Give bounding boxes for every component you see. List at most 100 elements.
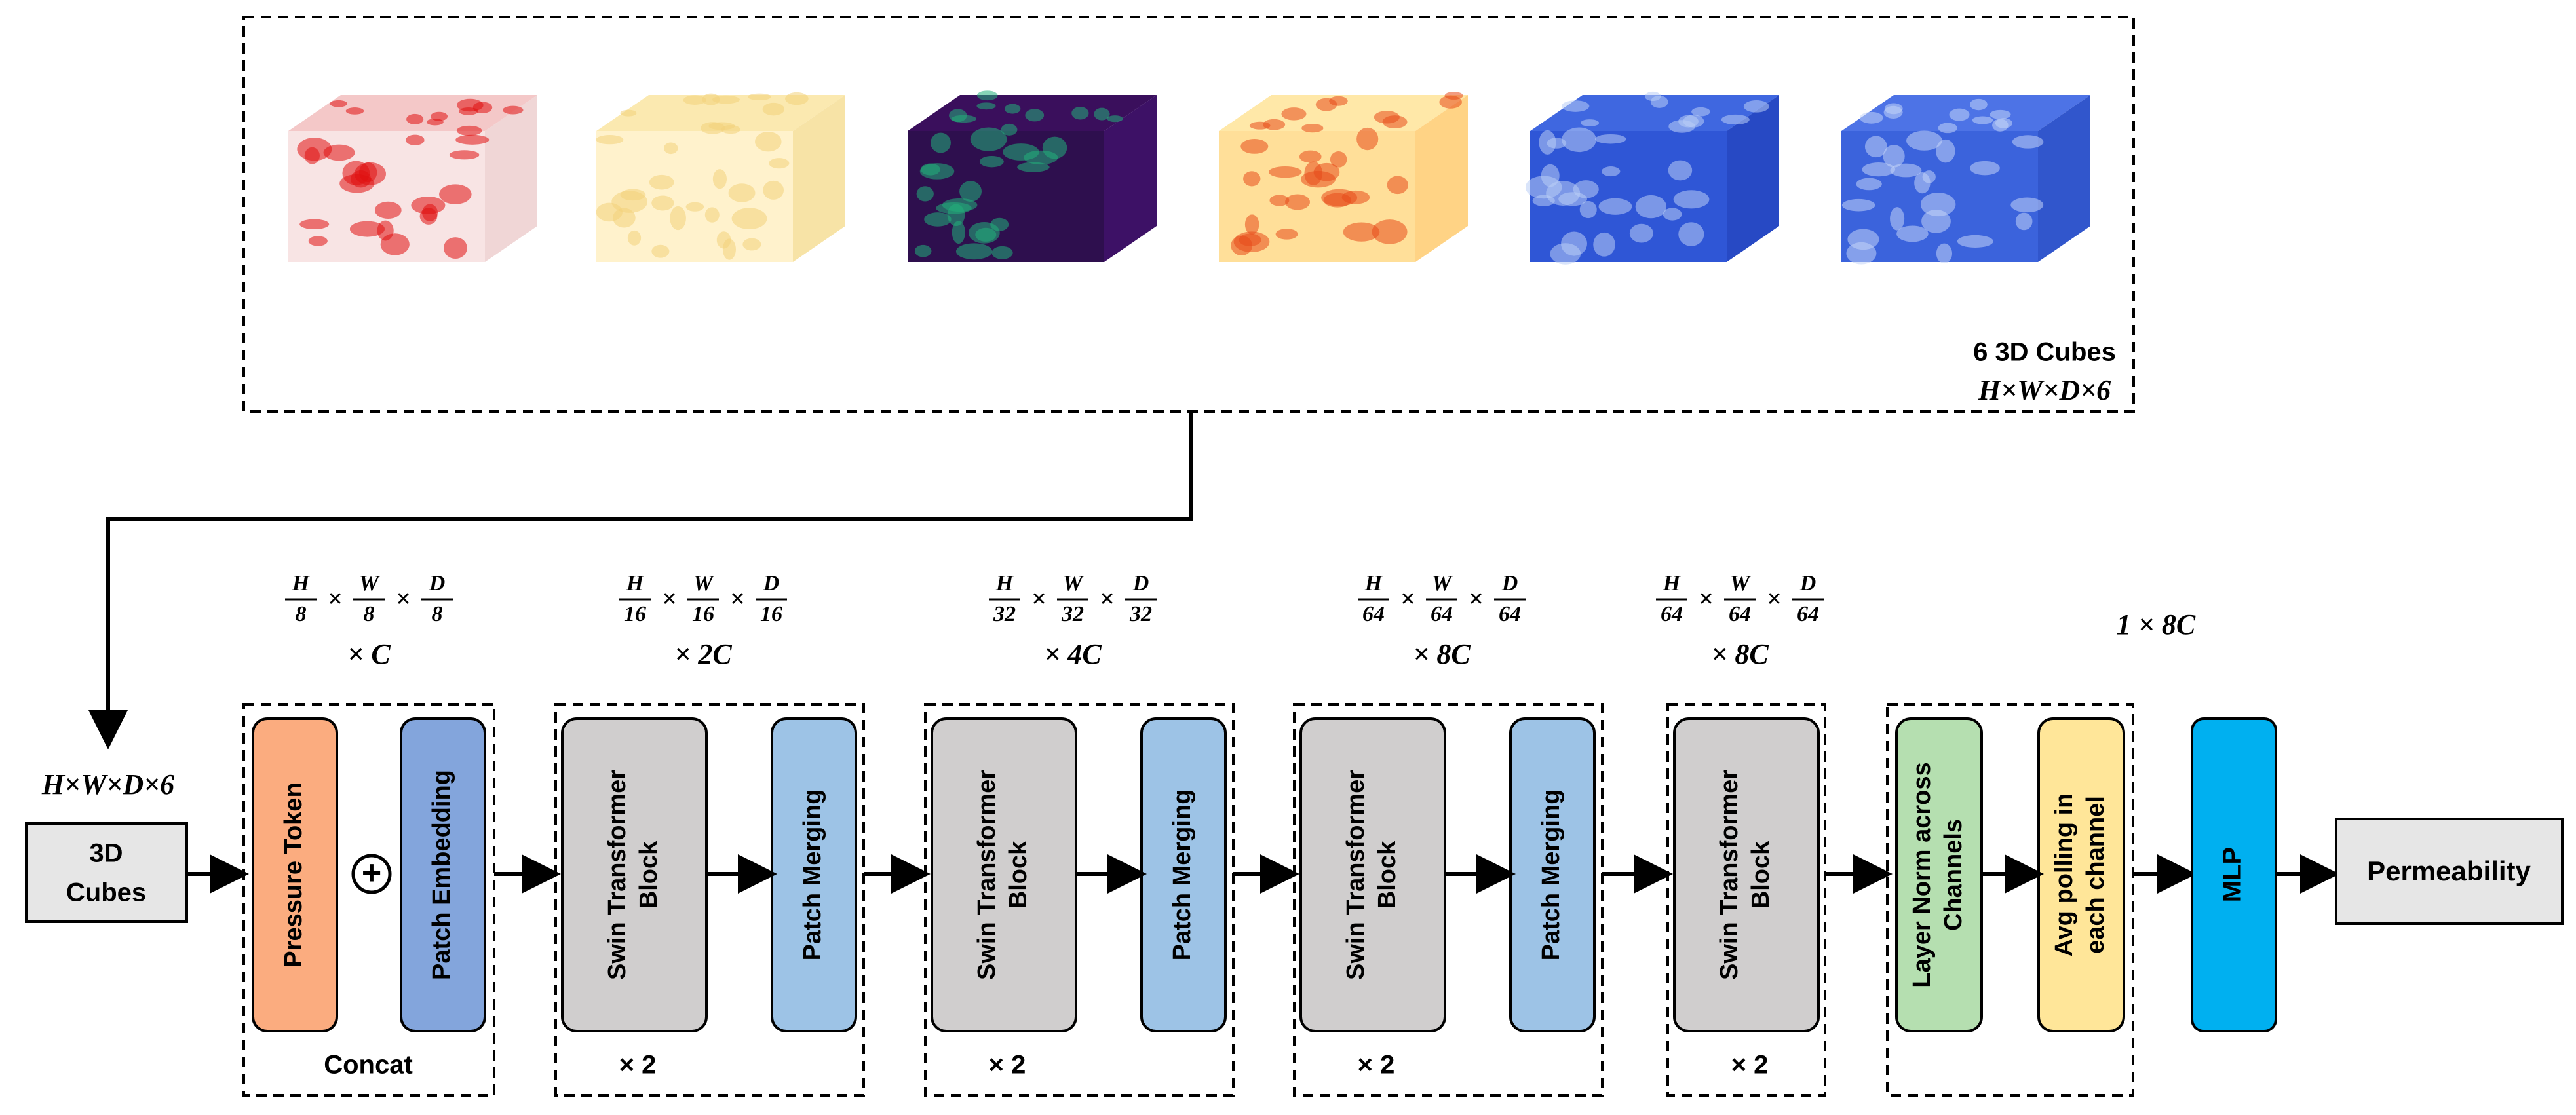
block-label-line: Patch Merging <box>1537 789 1565 961</box>
cube-texture-blob <box>1532 195 1555 206</box>
cube-top-face <box>596 95 845 131</box>
fraction-denominator: 64 <box>1661 602 1683 626</box>
cube-texture-blob <box>1594 134 1626 144</box>
fraction-denominator: 32 <box>993 602 1016 626</box>
cube-texture-blob <box>970 127 1007 151</box>
cube-texture-blob <box>1525 176 1562 199</box>
times-sign: × <box>662 584 677 613</box>
cube-texture-blob <box>1920 192 1956 217</box>
cube-texture-blob <box>704 207 720 223</box>
fraction-numerator: H <box>292 571 311 595</box>
cube-side-face <box>485 95 537 262</box>
cube-pale-yellow <box>596 92 845 262</box>
cube-texture-blob <box>299 219 330 230</box>
cube-texture-blob <box>596 135 624 145</box>
block-label-line: Block <box>1374 841 1401 909</box>
cube-texture-blob <box>728 183 756 202</box>
cube-texture-blob <box>649 174 674 190</box>
cube-texture-blob <box>1936 243 1953 264</box>
cube-side-face <box>1727 95 1779 262</box>
cube-texture-blob <box>458 107 479 115</box>
cube-texture-blob <box>1883 105 1903 119</box>
cube-texture-blob <box>955 243 993 260</box>
cube-texture-blob <box>1275 229 1298 240</box>
cube-texture-blob <box>1017 162 1050 172</box>
cube-texture-blob <box>1896 225 1929 242</box>
cube-texture-blob <box>406 113 424 125</box>
block-patch-merging: Patch Merging <box>1509 717 1596 1032</box>
stage-footer-label: × 2 <box>619 1051 657 1080</box>
cube-viridis <box>908 90 1157 262</box>
times-sign: × <box>1400 584 1415 613</box>
cube-side-face <box>1415 95 1468 262</box>
cube-texture-blob <box>1240 139 1269 154</box>
stage-frame <box>924 703 1235 1097</box>
cube-front-face <box>288 131 485 262</box>
cube-texture-blob <box>947 204 965 227</box>
cube-texture-blob <box>1243 171 1261 187</box>
fraction-numerator: D <box>1501 571 1518 595</box>
block-shape <box>400 717 486 1032</box>
cube-texture-blob <box>1233 231 1270 252</box>
cube-texture-blob <box>1890 163 1922 178</box>
cube-texture-blob <box>1644 91 1661 102</box>
cube-texture-blob <box>297 138 332 161</box>
fraction-denominator: 64 <box>1499 602 1521 626</box>
cube-texture-blob <box>1890 207 1905 231</box>
block-patch-merging: Patch Merging <box>1140 717 1227 1032</box>
fraction-denominator: 64 <box>1362 602 1385 626</box>
fraction-denominator: 64 <box>1729 602 1751 626</box>
times-sign: × <box>1031 584 1047 613</box>
cube-texture-blob <box>731 208 767 229</box>
cube-texture-blob <box>426 119 444 126</box>
cube-texture-blob <box>1315 98 1337 111</box>
input-box-line1: 3D <box>89 839 123 868</box>
block-shape <box>1673 717 1820 1032</box>
cube-texture-blob <box>1249 121 1271 130</box>
times-sign: × <box>1100 584 1115 613</box>
fraction-denominator: 64 <box>1797 602 1819 626</box>
fraction-numerator: D <box>763 571 780 595</box>
cube-texture-blob <box>991 246 1013 259</box>
cube-texture-blob <box>1071 106 1089 120</box>
cube-texture-blob <box>1562 127 1596 153</box>
cube-yellow-red <box>1219 92 1468 262</box>
cube-texture-blob <box>1663 208 1682 221</box>
cube-texture-blob <box>1550 243 1581 265</box>
block-patch-merging: Patch Merging <box>771 717 857 1032</box>
cube-texture-blob <box>1922 170 1936 183</box>
block-label-line: each channel <box>2082 796 2109 954</box>
concat-plus-sign: + <box>362 854 381 892</box>
cube-texture-blob <box>1995 118 2012 128</box>
cube-texture-blob <box>350 170 372 188</box>
stage-frame <box>1293 703 1604 1097</box>
cube-texture-blob <box>503 105 524 115</box>
fraction-numerator: D <box>429 571 446 595</box>
fraction-denominator: 8 <box>432 602 443 626</box>
cube-texture-blob <box>444 237 467 259</box>
block-label: Patch Merging <box>1168 789 1196 961</box>
cube-texture-blob <box>406 134 425 145</box>
block-label-line: Swin Transformer <box>1716 770 1743 980</box>
cube-texture-blob <box>949 109 967 123</box>
block-label-line: Block <box>1005 841 1032 909</box>
input-cubes-box <box>25 822 188 923</box>
block-label-line: Layer Norm across <box>1908 762 1936 987</box>
block-label: Patch Merging <box>1537 789 1565 961</box>
cube-texture-blob <box>754 132 782 152</box>
cube-texture-blob <box>1906 130 1942 151</box>
block-shape <box>1299 717 1446 1032</box>
cube-texture-blob <box>702 93 720 105</box>
block-label-line: Swin Transformer <box>973 770 1001 980</box>
cube-texture-blob <box>1721 114 1750 125</box>
stage-dims-fraction: H64×W64×D64 <box>1358 571 1526 626</box>
